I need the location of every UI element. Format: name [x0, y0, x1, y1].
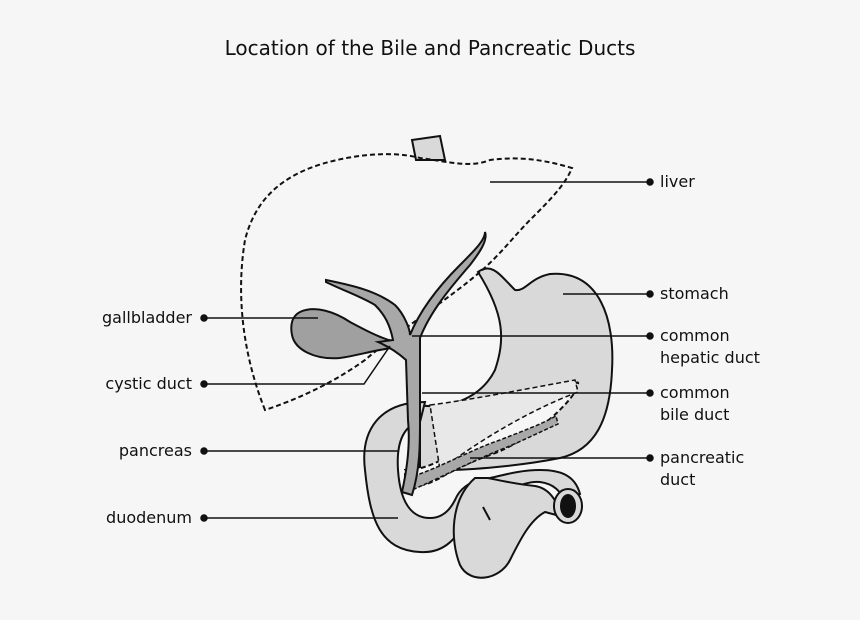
diagram-title: Location of the Bile and Pancreatic Duct…: [224, 36, 636, 60]
pancreatic-duct-shape: [407, 414, 559, 492]
label-duodenum: duodenum: [106, 508, 192, 527]
label-stomach: stomach: [660, 284, 729, 303]
label-liver: liver: [660, 172, 695, 191]
jejunum-loop: [452, 477, 562, 579]
duodenum-shape: [363, 400, 582, 554]
bile-duct-tree: [325, 231, 487, 497]
label-common-bile-duct: common bile duct: [660, 383, 730, 424]
gallbladder-shape: [290, 308, 397, 360]
leader-lines: [200, 178, 654, 522]
label-cystic-duct: cystic duct: [105, 374, 192, 393]
label-pancreas: pancreas: [118, 441, 192, 460]
label-common-hepatic-duct: common hepatic duct: [660, 326, 760, 367]
label-gallbladder: gallbladder: [102, 308, 192, 327]
label-pancreatic-duct: pancreatic duct: [660, 448, 745, 489]
liver-shape: [240, 153, 574, 412]
esophagus: [410, 134, 447, 161]
